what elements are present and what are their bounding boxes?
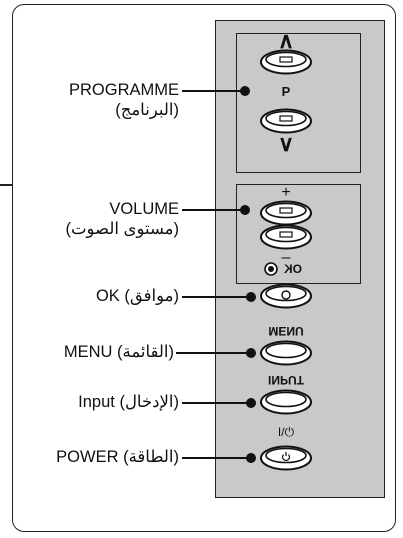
- volume-leader-line: [182, 209, 246, 211]
- programme-label: PROGRAMME (البرنامج): [69, 80, 179, 120]
- programme-label-main: PROGRAMME: [68, 81, 179, 99]
- input-leader-dot: [246, 398, 256, 408]
- programme-leader-dot: [240, 86, 250, 96]
- menu-leader-line: [176, 352, 252, 354]
- ok-caption: OK: [284, 262, 302, 276]
- control-panel: [215, 20, 385, 498]
- programme-label-arabic: (البرنامج): [115, 101, 179, 119]
- menu-caption: MENU: [268, 324, 304, 338]
- menu-label: MENU (القائمة): [63, 343, 174, 361]
- programme-up-button[interactable]: [260, 49, 312, 75]
- input-leader-line: [182, 402, 252, 404]
- ok-leader-line: [182, 296, 252, 298]
- menu-leader-dot: [246, 348, 256, 358]
- power-caption: I/⏻: [277, 425, 295, 439]
- plus-icon: +: [281, 184, 291, 201]
- diagram-frame: [12, 4, 396, 532]
- menu-button[interactable]: [260, 340, 312, 366]
- volume-down-button[interactable]: [260, 224, 312, 250]
- input-caption: INPUT: [268, 373, 304, 387]
- power-leader-line: [182, 457, 252, 459]
- power-button[interactable]: [260, 445, 312, 471]
- programme-leader-line: [182, 90, 246, 92]
- volume-label: VOLUME (مستوى الصوت): [65, 199, 179, 239]
- ok-label: OK (موافق): [95, 287, 179, 305]
- ok-dot-icon: [264, 262, 278, 276]
- programme-down-button[interactable]: [260, 108, 312, 134]
- input-button[interactable]: [260, 389, 312, 415]
- volume-up-button[interactable]: [260, 200, 312, 226]
- volume-label-arabic: (مستوى الصوت): [65, 220, 179, 238]
- power-label: POWER (الطاقة): [56, 448, 179, 466]
- programme-p-icon: P: [281, 84, 291, 99]
- ok-button[interactable]: [260, 283, 312, 309]
- frame-edge-mark: [0, 184, 13, 186]
- ok-leader-dot: [246, 292, 256, 302]
- chevron-up-icon: ∧: [277, 28, 295, 53]
- input-label: Input (الإدخال): [78, 393, 179, 411]
- power-leader-dot: [246, 453, 256, 463]
- volume-leader-dot: [240, 205, 250, 215]
- minus-icon: –: [281, 249, 291, 266]
- chevron-down-icon: ∨: [277, 131, 295, 156]
- volume-label-main: VOLUME: [109, 200, 179, 218]
